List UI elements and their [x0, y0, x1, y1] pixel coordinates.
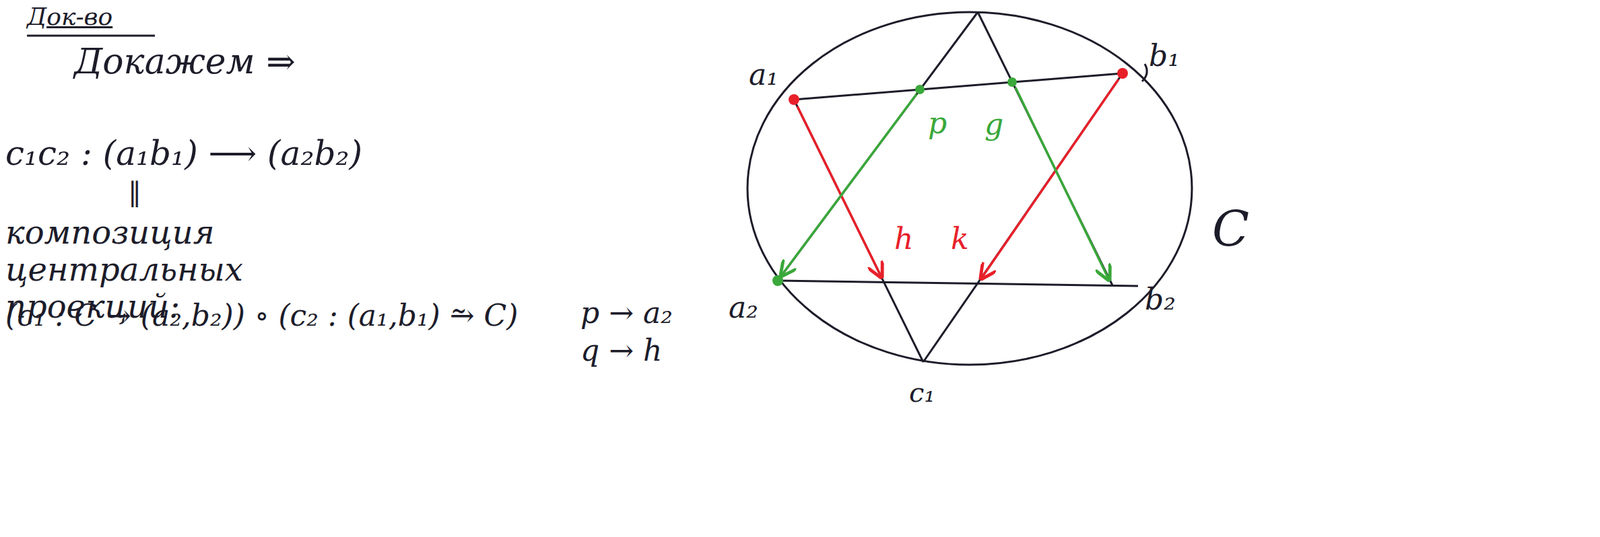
mapping-note: q → h — [580, 334, 662, 369]
underline — [26, 35, 155, 38]
points — [772, 68, 1128, 287]
point-label: a₂ — [728, 290, 759, 326]
formula: c₁c₂ : (a₁b₁) ⟶ (a₂b₂) — [5, 134, 363, 174]
point-label: h — [894, 222, 914, 257]
point-label: b₂ — [1144, 282, 1176, 318]
construction-lines — [777, 12, 1147, 363]
note-line: Докажем ⇒ — [74, 41, 296, 83]
point-label: c₁ — [909, 377, 935, 409]
point-label: g — [984, 107, 1004, 143]
point-label: a₁ — [748, 57, 779, 93]
conic — [747, 12, 1192, 365]
equals-sign: ‖ — [127, 176, 142, 208]
formula: (c₁ : C → (a₂,b₂)) ∘ (c₂ : (a₁,b₁) ⥲ C) — [5, 298, 518, 334]
proof-heading: Док-во — [26, 2, 113, 31]
point-label: k — [950, 222, 970, 257]
conic-label: C — [1212, 202, 1250, 258]
projection-arrows — [781, 79, 1119, 281]
point-label: p — [927, 106, 947, 141]
mapping-note: p → a₂ — [580, 296, 673, 331]
point-label: b₁ — [1148, 39, 1180, 74]
